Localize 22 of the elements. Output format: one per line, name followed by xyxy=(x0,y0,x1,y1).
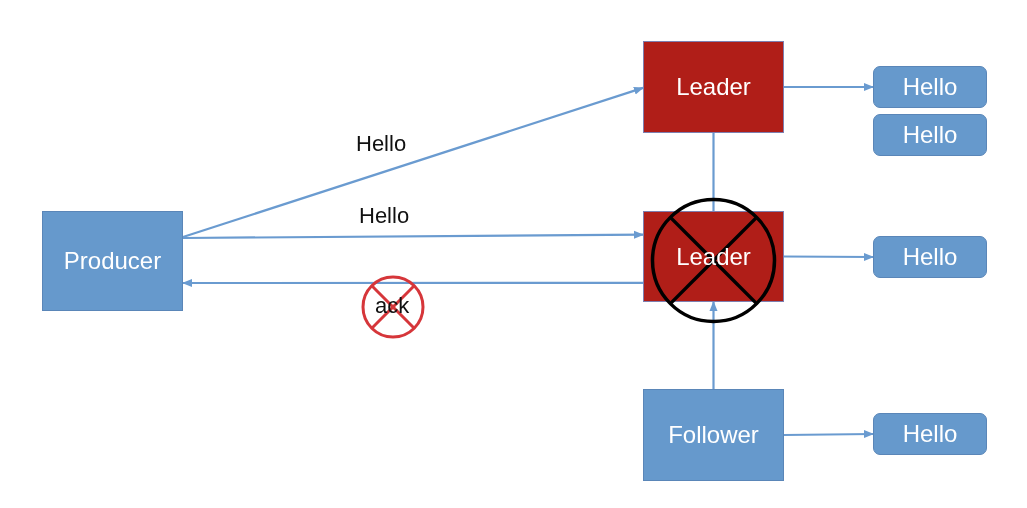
arrow xyxy=(784,83,874,91)
leader-box xyxy=(643,41,784,133)
node-label: Producer xyxy=(63,247,162,275)
message-box xyxy=(873,114,987,156)
arrow xyxy=(784,252,874,261)
node-label: Hello xyxy=(902,121,958,149)
arrow xyxy=(182,279,643,287)
node-label: Hello xyxy=(902,243,958,271)
arrow xyxy=(182,86,644,239)
process-box xyxy=(42,211,183,311)
node-label: Leader xyxy=(676,73,751,101)
process-box xyxy=(643,389,784,481)
arrow xyxy=(183,230,644,240)
node-label: Hello xyxy=(902,420,958,448)
node-label: Hello xyxy=(902,73,958,101)
leader-box xyxy=(643,211,784,302)
message-box xyxy=(873,413,987,455)
message-box xyxy=(873,236,987,278)
node-label: Follower xyxy=(668,421,759,449)
message-box xyxy=(873,66,987,108)
arrow xyxy=(784,430,874,439)
arrow xyxy=(709,301,718,389)
